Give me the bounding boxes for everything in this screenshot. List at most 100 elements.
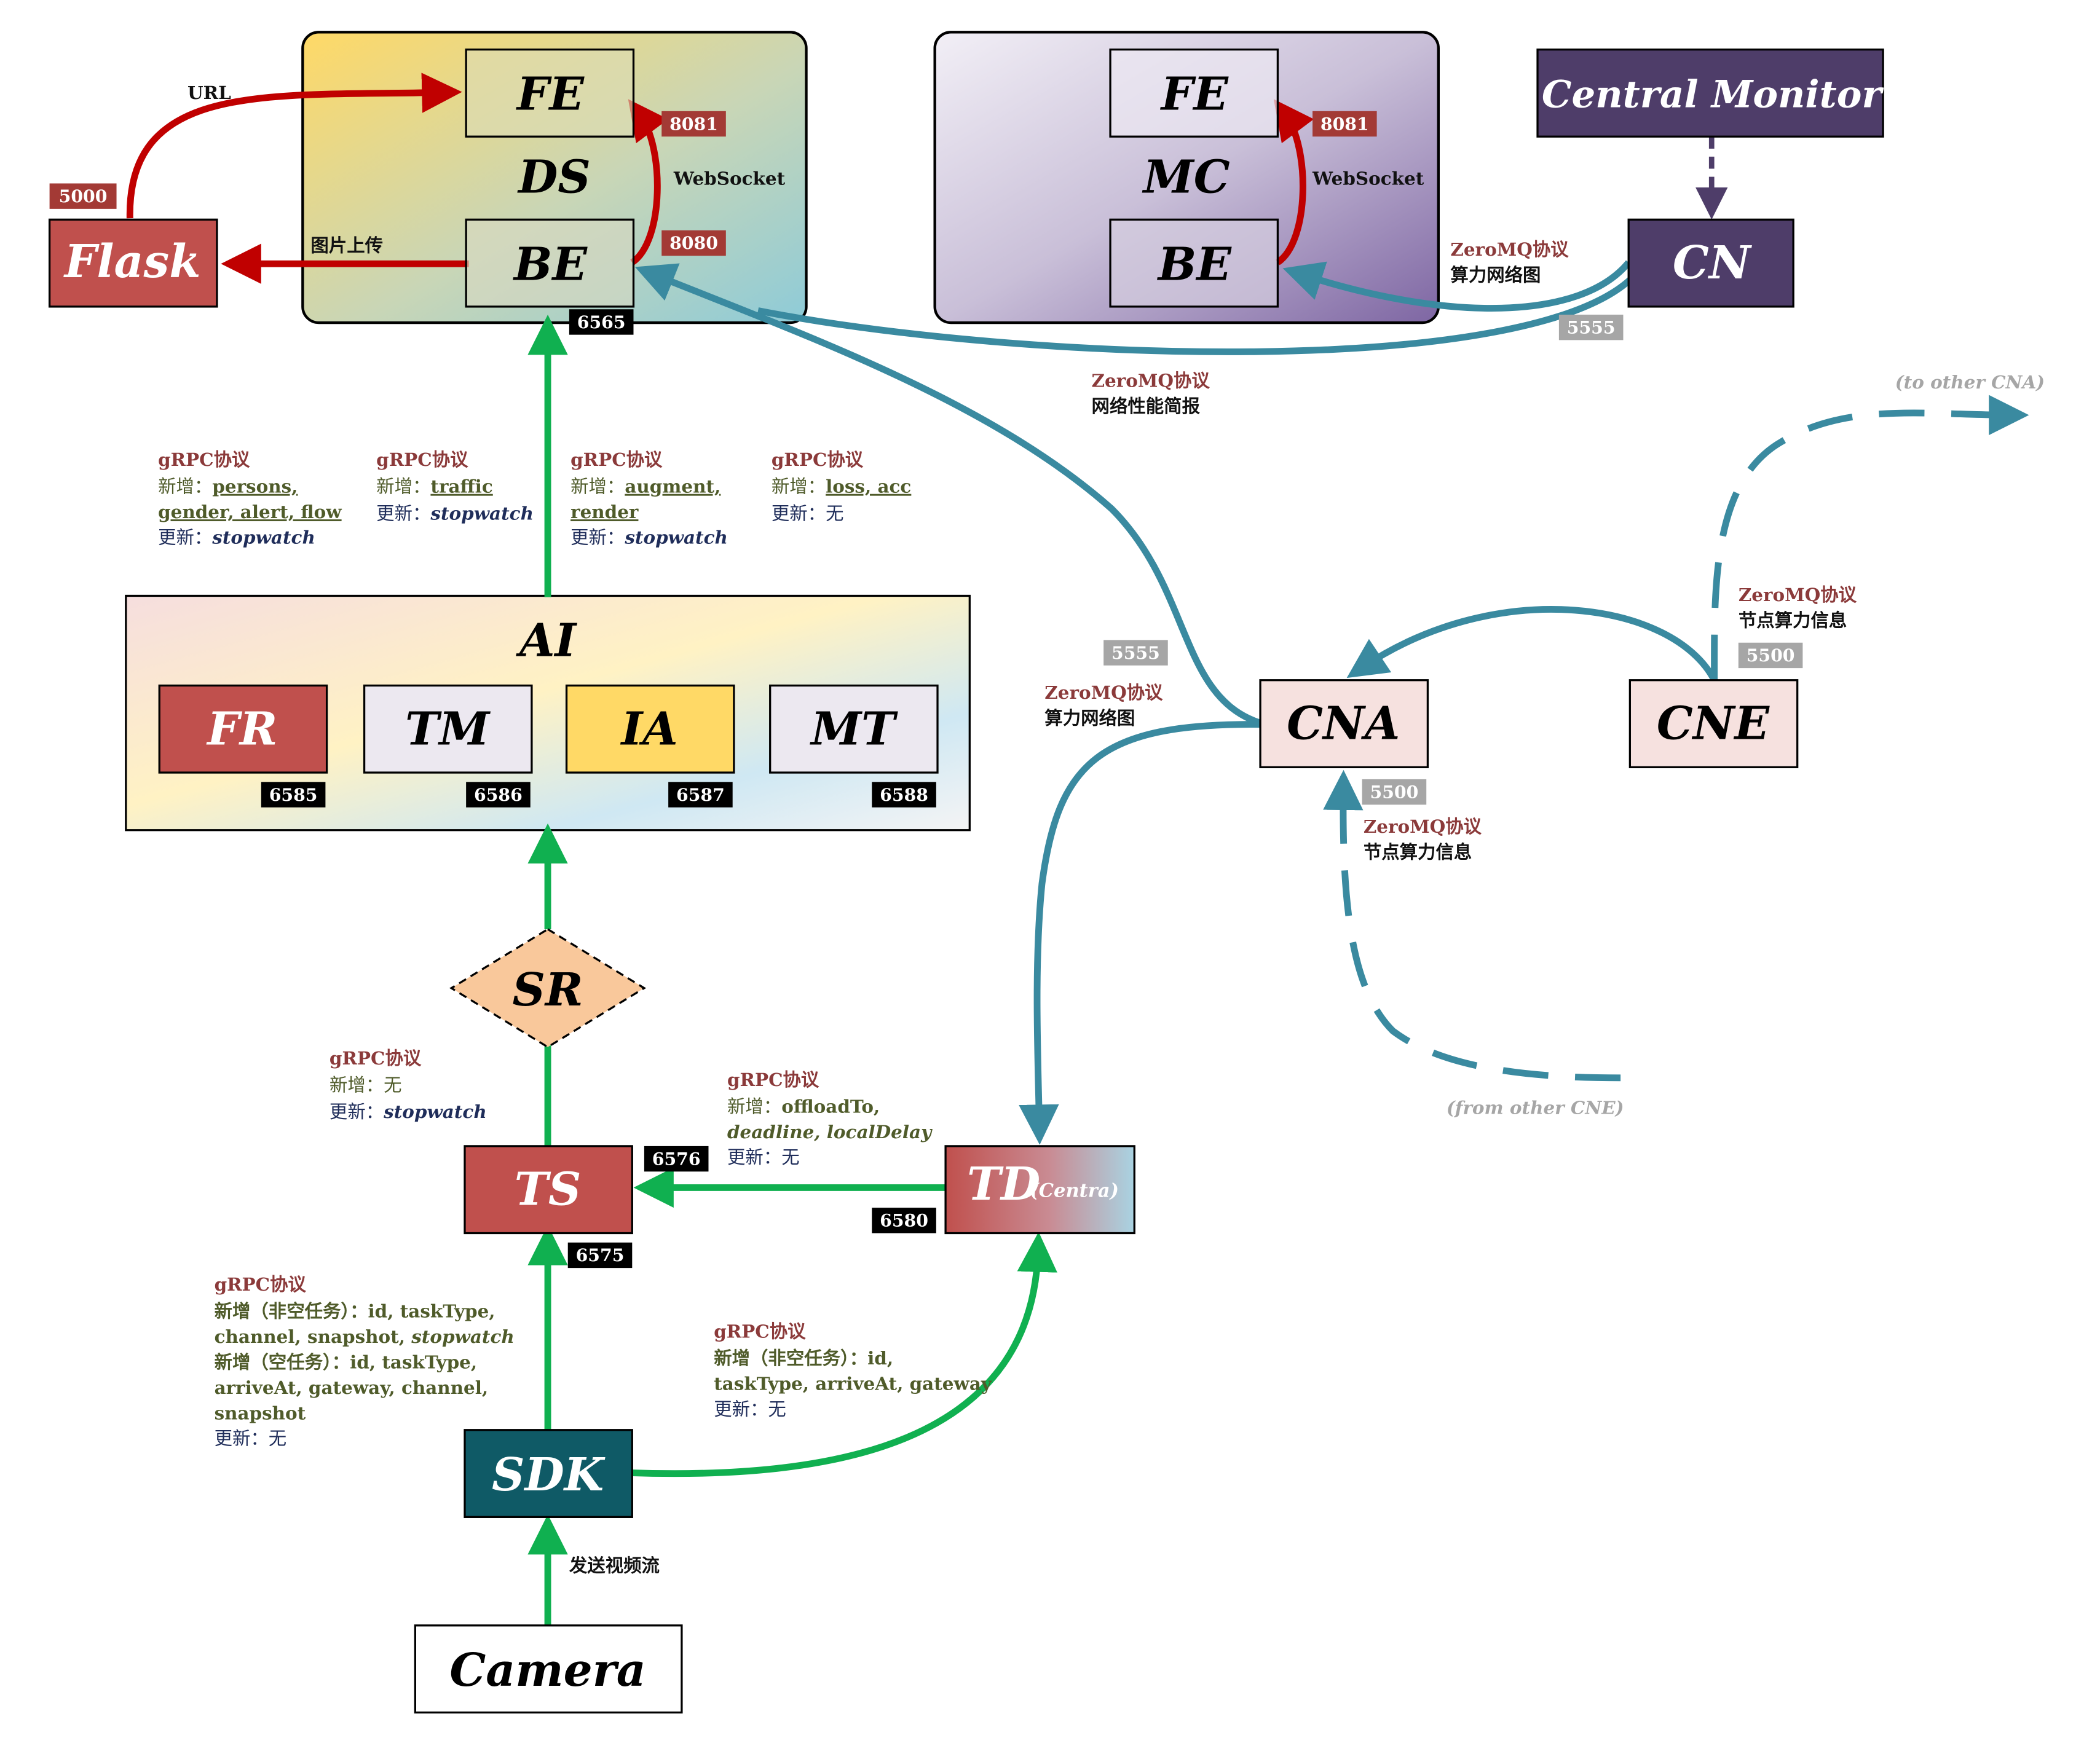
grpc-block-sdk-ts: gRPC协议 新增（非空任务）：id, taskType, channel, s… [215, 1273, 515, 1449]
cna-in-zmq-label: ZeroMQ协议 [1364, 816, 1482, 837]
svg-text:更新：stopwatch: 更新：stopwatch [570, 527, 728, 548]
websocket-ds-label: WebSocket [673, 168, 786, 189]
mc-be-box [1109, 218, 1279, 308]
cn-label: CN [1673, 236, 1753, 289]
svg-text:5000: 5000 [59, 186, 108, 206]
svg-text:6588: 6588 [880, 784, 928, 805]
url-label: URL [188, 82, 231, 103]
port-5500-cne: 5500 [1738, 642, 1803, 669]
svg-text:6586: 6586 [474, 784, 523, 805]
svg-text:8081: 8081 [669, 113, 718, 134]
port-5500-cna: 5500 [1362, 779, 1427, 805]
ds-fe-box [465, 48, 635, 138]
tm-box [363, 684, 533, 774]
grpc-block-td-ts: gRPC协议 新增：offloadTo, deadline, localDela… [727, 1069, 933, 1168]
svg-text:5500: 5500 [1747, 645, 1795, 666]
cn-box [1627, 218, 1794, 308]
mc-websocket-arrow [1273, 99, 1314, 265]
svg-text:更新：stopwatch: 更新：stopwatch [330, 1101, 487, 1122]
svg-text:arriveAt, gateway, channel,: arriveAt, gateway, channel, [215, 1377, 489, 1398]
mc-label: MC [1142, 151, 1230, 204]
svg-text:gRPC协议: gRPC协议 [570, 449, 663, 470]
svg-text:gRPC协议: gRPC协议 [215, 1273, 307, 1295]
cne-info-label: 节点算力信息 [1739, 610, 1847, 631]
svg-text:5555: 5555 [1567, 317, 1616, 337]
svg-text:新增：augment,: 新增：augment, [570, 476, 720, 497]
svg-text:gRPC协议: gRPC协议 [727, 1069, 819, 1090]
cna-in-info-label: 节点算力信息 [1364, 841, 1472, 862]
svg-text:gender, alert, flow: gender, alert, flow [158, 501, 342, 522]
cna-to-td-arrow [1019, 721, 1261, 1145]
svg-text:gRPC协议: gRPC协议 [714, 1320, 806, 1342]
svg-text:8080: 8080 [669, 232, 718, 253]
port-6580: 6580 [872, 1208, 936, 1233]
ts-box [464, 1145, 633, 1235]
send-video-label: 发送视频流 [569, 1555, 660, 1576]
sr-label: SR [513, 963, 583, 1017]
to-other-cna-label: (to other CNA) [1895, 371, 2045, 393]
cn-map-label: 算力网络图 [1450, 264, 1541, 286]
tm-label: TM [405, 702, 491, 755]
sdk-to-td-arrow [629, 1232, 1057, 1477]
cn-zmq-label: ZeroMQ协议 [1450, 238, 1569, 260]
flask-box [48, 218, 218, 308]
svg-text:新增（非空任务）：id, taskType,: 新增（非空任务）：id, taskType, [215, 1300, 495, 1322]
svg-text:gRPC协议: gRPC协议 [158, 449, 250, 470]
grpc-block-sdk-td: gRPC协议 新增（非空任务）：id, taskType, arriveAt, … [714, 1320, 992, 1419]
svg-text:snapshot: snapshot [215, 1402, 306, 1423]
svg-text:新增：loss, acc: 新增：loss, acc [772, 476, 911, 497]
perf-zmq-label: ZeroMQ协议 [1092, 370, 1210, 391]
camera-box [414, 1624, 683, 1714]
cna-to-ds-be-arrow [634, 263, 1261, 726]
svg-text:gRPC协议: gRPC协议 [376, 449, 468, 470]
mc-fe-box [1109, 48, 1279, 138]
cne-to-cna-arrow [1346, 606, 1718, 682]
svg-text:channel, snapshot, stopwatch: channel, snapshot, stopwatch [215, 1326, 515, 1347]
grpc-block-mt: gRPC协议 新增：loss, acc 更新：无 [772, 449, 911, 524]
cna-map-zmq-label: ZeroMQ协议 [1044, 682, 1163, 703]
svg-text:新增：persons,: 新增：persons, [158, 476, 298, 497]
svg-text:taskType, arriveAt, gateway: taskType, arriveAt, gateway [714, 1372, 992, 1394]
svg-text:6585: 6585 [269, 784, 318, 805]
svg-text:6580: 6580 [880, 1210, 928, 1231]
svg-text:gRPC协议: gRPC协议 [772, 449, 864, 470]
port-6586: 6586 [466, 782, 531, 808]
flask-label: Flask [63, 235, 201, 288]
flask-to-fe-arrow [126, 73, 462, 219]
grpc-block-ia: gRPC协议 新增：augment, render 更新：stopwatch [570, 449, 728, 548]
svg-text:render: render [570, 501, 639, 522]
mc-fe-label: FE [1160, 68, 1230, 121]
port-6588: 6588 [872, 782, 936, 808]
td-label: TD [967, 1157, 1040, 1211]
cne-to-other-cna-dashed [1711, 395, 2029, 680]
other-cne-to-cna-dashed [1323, 769, 1621, 1082]
websocket-mc-label: WebSocket [1312, 168, 1424, 189]
port-5555-cna: 5555 [1103, 640, 1168, 666]
sdk-box [464, 1429, 633, 1518]
port-6587: 6587 [668, 782, 733, 808]
cne-zmq-label: ZeroMQ协议 [1739, 584, 1857, 605]
svg-text:新增：无: 新增：无 [330, 1075, 402, 1096]
mt-box [769, 684, 939, 774]
grpc-block-ts-sr: gRPC协议 新增：无 更新：stopwatch [330, 1047, 487, 1122]
svg-text:6565: 6565 [577, 312, 626, 332]
svg-text:6576: 6576 [652, 1148, 701, 1169]
td-box [944, 1145, 1135, 1235]
svg-text:更新：无: 更新：无 [714, 1399, 786, 1420]
cn-to-ds-be-arrow [757, 270, 1640, 355]
cna-box [1259, 679, 1429, 768]
svg-text:新增（非空任务）：id,: 新增（非空任务）：id, [714, 1347, 893, 1369]
svg-text:gRPC协议: gRPC协议 [330, 1047, 422, 1069]
svg-text:8081: 8081 [1320, 113, 1369, 134]
img-upload-label: 图片上传 [310, 235, 383, 256]
svg-text:deadline, localDelay: deadline, localDelay [727, 1121, 933, 1143]
ds-be-box [465, 218, 635, 308]
central-monitor-label: Central Monitor [1542, 73, 1884, 116]
svg-text:5555: 5555 [1111, 642, 1160, 663]
ai-label: AI [516, 614, 577, 667]
svg-text:5500: 5500 [1370, 781, 1419, 802]
grpc-block-tm: gRPC协议 新增：traffic 更新：stopwatch [376, 449, 534, 524]
svg-text:6575: 6575 [576, 1245, 625, 1265]
central-monitor-box [1536, 48, 1884, 138]
port-5000: 5000 [49, 183, 117, 209]
